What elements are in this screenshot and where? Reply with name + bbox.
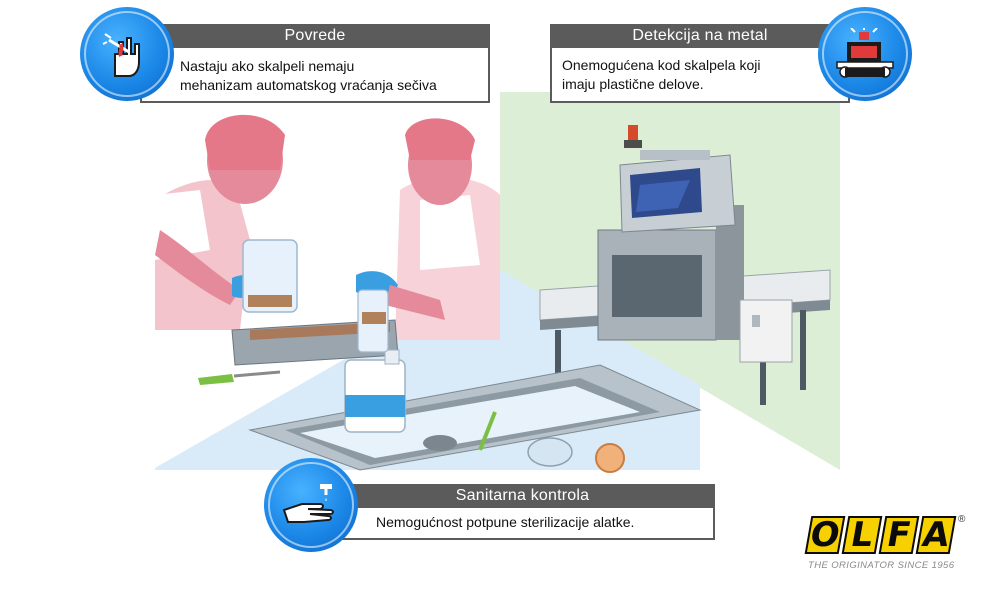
logo-letter-o: O xyxy=(804,515,846,555)
logo-letter-a: A xyxy=(915,515,957,555)
metal-detection-line-2: imaju plastične delove. xyxy=(562,76,704,92)
injured-hand-icon xyxy=(80,7,174,101)
sink xyxy=(248,289,702,473)
worker-left xyxy=(155,114,298,330)
olfa-logo: O L F A ® THE ORIGINATOR SINCE 1956 xyxy=(804,514,968,578)
injuries-description: Nastaju ako skalpeli nemaju mehanizam au… xyxy=(140,48,490,103)
injuries-line-2: mehanizam automatskog vraćanja sečiva xyxy=(180,77,437,93)
injuries-title: Povrede xyxy=(140,24,490,48)
metal-detection-line-1: Onemogućena kod skalpela koji xyxy=(562,57,761,73)
metal-detection-description: Onemogućena kod skalpela koji imaju plas… xyxy=(550,48,850,103)
sanitation-description: Nemogućnost potpune sterilizacije alatke… xyxy=(330,508,715,540)
logo-letter-l: L xyxy=(841,515,883,555)
injuries-line-1: Nastaju ako skalpeli nemaju xyxy=(180,58,355,74)
metal-detection-title: Detekcija na metal xyxy=(550,24,850,48)
cutting-tray xyxy=(198,319,399,385)
sanitation-line-1: Nemogućnost potpune sterilizacije alatke… xyxy=(376,514,635,530)
worker-right xyxy=(356,118,500,340)
brand-tagline: THE ORIGINATOR SINCE 1956 xyxy=(808,560,955,571)
sanitation-title: Sanitarna kontrola xyxy=(330,484,715,508)
olfa-wordmark: O L F A xyxy=(804,515,957,555)
registered-mark: ® xyxy=(958,514,966,525)
metal-detector-machine xyxy=(539,125,831,420)
logo-letter-f: F xyxy=(878,515,920,555)
metal-detector-icon xyxy=(818,7,912,101)
washing-hand-icon xyxy=(264,458,358,552)
